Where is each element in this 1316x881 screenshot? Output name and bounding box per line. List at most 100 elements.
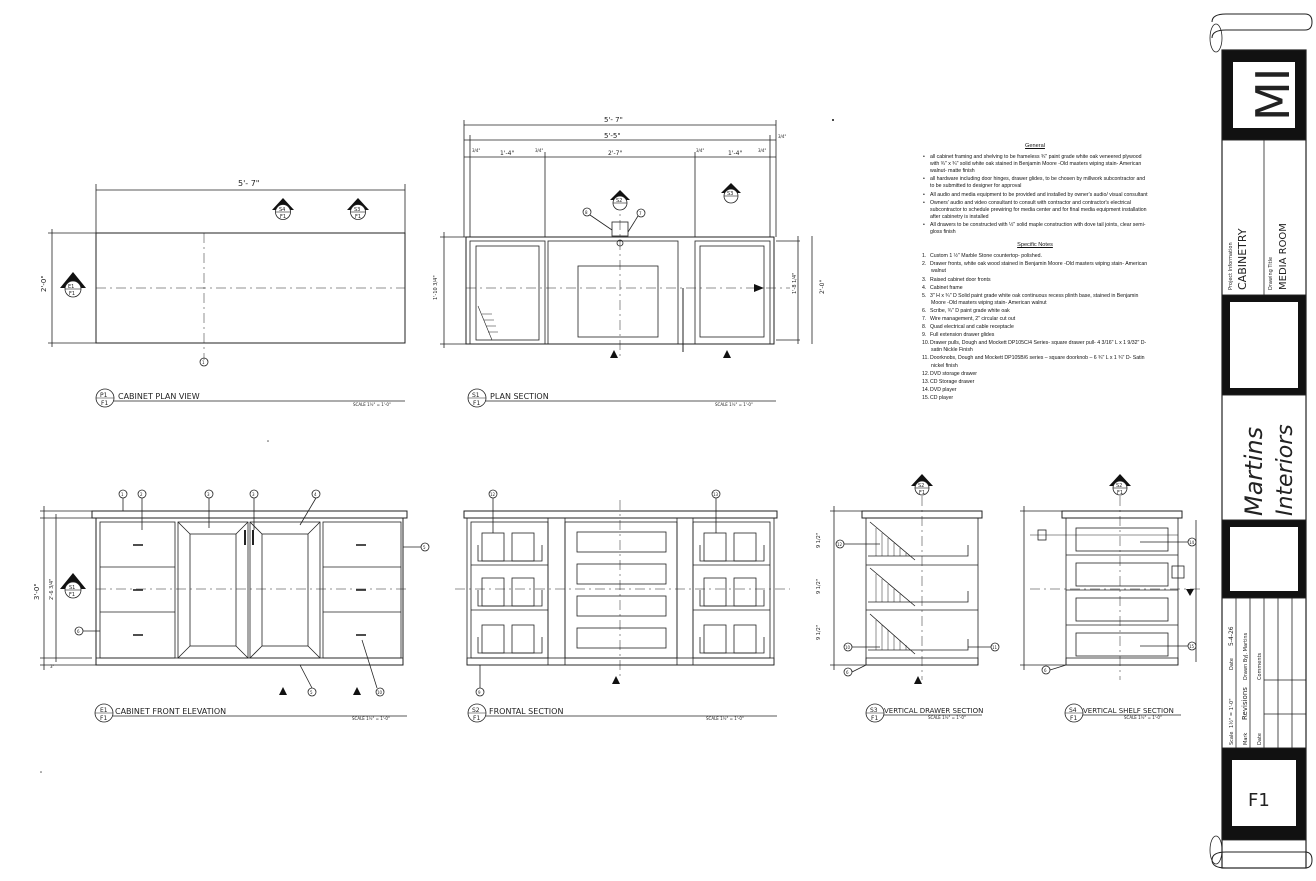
plan-view-title-text: CABINET PLAN VIEW: [118, 392, 200, 401]
cabinet-front-elevation: 3'-0" 2'-6 3/4" 3" S1 F1 1 2 3 3 4 5 6 5…: [33, 489, 430, 723]
svg-text:SCALE 1½" = 1'-0": SCALE 1½" = 1'-0": [1124, 715, 1162, 720]
specific-note: 1.Custom 1 ½" Marble Stone countertop- p…: [922, 253, 1042, 260]
svg-text:F1: F1: [69, 291, 75, 297]
svg-text:F1: F1: [100, 715, 107, 722]
elevation-marker-e1: E1 F1: [60, 272, 86, 298]
svg-text:Revisions: Revisions: [1241, 687, 1249, 720]
svg-text:3": 3": [50, 664, 55, 669]
svg-text:F1: F1: [1070, 715, 1077, 722]
svg-text:F1: F1: [1117, 490, 1123, 496]
svg-text:10: 10: [377, 690, 383, 695]
svg-text:CABINET FRONT ELEVATION: CABINET FRONT ELEVATION: [115, 707, 226, 716]
svg-text:Project Information: Project Information: [1228, 242, 1234, 290]
svg-text:SCALE 1½" = 1'-0": SCALE 1½" = 1'-0": [715, 402, 753, 407]
svg-text:E1: E1: [68, 284, 74, 290]
section-marker-s3-plan: S3: [721, 183, 741, 204]
svg-text:F1: F1: [355, 214, 361, 220]
specific-note: 12.DVD storage drawer: [922, 370, 977, 377]
specific-note: 5.3" H x ¾" D Solid paint grade white oa…: [922, 292, 1139, 306]
general-note: all cabinet framing and shelving to be f…: [923, 154, 1148, 175]
svg-text:5'-5": 5'-5": [604, 132, 621, 140]
svg-text:2'-6 3/4": 2'-6 3/4": [49, 579, 55, 600]
svg-text:3'-0": 3'-0": [33, 583, 41, 600]
svg-text:F1: F1: [101, 400, 108, 407]
drawn-by-value: J. Martins: [1243, 632, 1249, 657]
svg-text:1: 1: [202, 360, 205, 365]
company-name-line2: Interiors: [1273, 424, 1298, 516]
svg-text:F1: F1: [280, 214, 286, 220]
svg-text:6: 6: [846, 670, 849, 675]
svg-text:Scale: Scale: [1229, 732, 1235, 745]
section-marker-s2-drawer: S2 F1: [911, 474, 933, 496]
specific-notes-list: 1.Custom 1 ½" Marble Stone countertop- p…: [922, 253, 1148, 402]
svg-text:6: 6: [77, 629, 80, 634]
svg-text:S4: S4: [279, 207, 285, 213]
general-note: All audio and media equipment to be prov…: [923, 192, 1148, 199]
svg-text:9 1/2": 9 1/2": [816, 625, 822, 640]
specific-note: 14.DVD player: [922, 386, 957, 393]
svg-text:1½" = 1'-0": 1½" = 1'-0": [1228, 698, 1235, 728]
vertical-shelf-section: S2 F1 14 15 6 S4 F1 VERTICAL SHELF SECTI…: [1020, 474, 1200, 723]
svg-text:13: 13: [713, 492, 719, 497]
svg-text:1'-4": 1'-4": [728, 150, 742, 157]
svg-text:5'- 7": 5'- 7": [604, 116, 623, 124]
svg-text:1'-4": 1'-4": [500, 150, 514, 157]
svg-text:3/4": 3/4": [778, 134, 786, 139]
svg-text:12: 12: [490, 492, 496, 497]
svg-text:4: 4: [314, 492, 317, 497]
logo-mark: MI: [1246, 68, 1300, 121]
svg-text:S3: S3: [727, 191, 733, 197]
svg-text:12: 12: [837, 542, 843, 547]
general-notes-title: General: [1025, 143, 1045, 149]
svg-text:9: 9: [478, 690, 481, 695]
svg-text:S3: S3: [354, 207, 360, 213]
svg-text:S1: S1: [69, 585, 75, 591]
drawing-value: MEDIA ROOM: [1278, 223, 1289, 290]
svg-text:VERTICAL DRAWER SECTION: VERTICAL DRAWER SECTION: [884, 707, 983, 715]
section-marker-s4: S4 F1: [272, 198, 294, 220]
plan-width-dim: 5'- 7": [238, 179, 260, 188]
svg-text:S1: S1: [472, 392, 480, 399]
svg-text:PLAN SECTION: PLAN SECTION: [490, 392, 549, 401]
specific-note: 9.Full extension drawer glides: [922, 332, 995, 339]
general-note: All drawers to be constructed with ½" so…: [923, 222, 1148, 236]
front-elevation-title: E1 F1 CABINET FRONT ELEVATION SCALE 1½" …: [94, 703, 407, 723]
plan-view-scale: SCALE 1½" = 1'-0": [353, 402, 391, 407]
specific-note: 11.Doorknobs, Dough and Mockett DP105B/6…: [922, 355, 1145, 369]
plan-depth-dim: 2'-0": [40, 275, 48, 292]
svg-text:S2: S2: [918, 483, 924, 489]
specific-note: 7.Wire management, 2" circular cut out: [922, 315, 1016, 322]
svg-text:S2: S2: [472, 707, 480, 714]
svg-text:S2: S2: [616, 198, 622, 204]
specific-note: 3.Raised cabinet door fronts: [922, 276, 991, 283]
plan-section-title: S1 F1 PLAN SECTION SCALE 1½" = 1'-0": [467, 388, 776, 408]
svg-text:3: 3: [252, 492, 255, 497]
svg-text:3/4": 3/4": [758, 148, 766, 153]
svg-text:Date: Date: [1257, 733, 1263, 745]
svg-text:3/4": 3/4": [696, 148, 704, 153]
svg-text:F1: F1: [871, 715, 878, 722]
svg-text:Drawn By: Drawn By: [1243, 656, 1249, 680]
cabinet-plan-view: 5'- 7" 2'-0" S4 F1 S3 F1 E1 F1 1: [40, 179, 406, 408]
svg-text:14: 14: [1189, 540, 1195, 545]
plan-view-title: P1 F1 CABINET PLAN VIEW SCALE 1½" = 1'-0…: [95, 388, 405, 408]
general-notes: General all cabinet framing and shelving…: [922, 143, 1148, 403]
svg-text:5: 5: [423, 545, 426, 550]
specific-note: 2.Drawer fronts, white oak wood stained …: [922, 261, 1148, 275]
svg-text:2: 2: [140, 492, 143, 497]
svg-text:Mark: Mark: [1243, 733, 1249, 745]
section-marker-s3: S3 F1: [347, 198, 369, 220]
frontal-section: 12 13 9 S2 F1 FRONTAL SECTION SCALE 1½" …: [455, 489, 790, 723]
section-marker-s2-plan: S2: [610, 190, 630, 211]
specific-notes-title: Specific Notes: [1017, 242, 1053, 249]
svg-text:1: 1: [121, 492, 124, 497]
svg-text:10: 10: [845, 645, 851, 650]
vertical-drawer-section: 9 1/2" 9 1/2" 9 1/2" S2 F1 12 10 6 11 S3…: [816, 474, 1000, 723]
svg-text:F1: F1: [473, 715, 480, 722]
svg-text:2'-7": 2'-7": [608, 150, 622, 157]
vertical-shelf-title: S4 F1 VERTICAL SHELF SECTION SCALE 1½" =…: [1064, 703, 1181, 723]
svg-text:S4: S4: [1069, 707, 1077, 714]
svg-text:S3: S3: [870, 707, 878, 714]
svg-text:P1: P1: [100, 392, 108, 399]
